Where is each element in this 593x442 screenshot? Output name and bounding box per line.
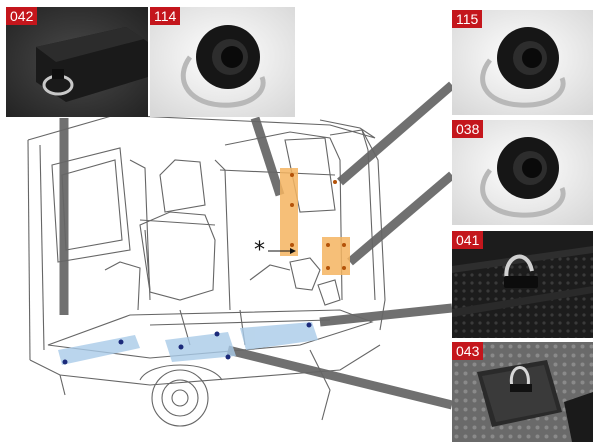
van-outline <box>27 114 386 427</box>
leader-lines <box>59 81 455 410</box>
anchor-dot-orange <box>333 180 337 184</box>
anchor-dot <box>118 339 124 345</box>
photo-label-042: 042 <box>6 7 38 25</box>
photo-042: 042 <box>6 7 148 117</box>
floor-highlight-right <box>240 322 318 350</box>
leader-line-114 <box>250 116 285 197</box>
anchor-dot-orange <box>342 266 346 270</box>
anchor-dot-orange <box>290 173 294 177</box>
photo-043: 043 <box>452 342 593 442</box>
anchor-dot <box>178 344 184 350</box>
leader-line-043 <box>226 345 454 410</box>
photo-label-041: 041 <box>452 231 484 249</box>
photo-115: 115 <box>452 10 593 115</box>
d-ring-anchor-image <box>452 10 593 115</box>
leader-line-038 <box>347 171 455 266</box>
rear-panel-highlight <box>322 237 350 275</box>
photo-label-115: 115 <box>452 10 483 28</box>
anchor-dot-orange <box>326 266 330 270</box>
photo-038: 038 <box>452 120 593 225</box>
asterisk-callout: * <box>254 238 265 263</box>
tie-down-hook-image <box>6 7 148 117</box>
floor-highlight-mid <box>165 332 236 362</box>
anchor-dot-orange <box>326 243 330 247</box>
photo-label-043: 043 <box>452 342 484 360</box>
asterisk-arrowhead <box>290 248 296 254</box>
anchor-dot-orange <box>342 243 346 247</box>
photo-label-114: 114 <box>150 7 181 25</box>
anchor-dot <box>306 322 312 328</box>
photo-label-038: 038 <box>452 120 484 138</box>
anchor-dot <box>225 354 231 360</box>
highlight-orange <box>280 168 350 275</box>
leader-line-041 <box>319 303 453 327</box>
anchor-dot-orange <box>290 243 294 247</box>
floor-highlight-left <box>58 335 140 365</box>
anchor-dot-orange <box>290 203 294 207</box>
anchor-dot <box>62 359 68 365</box>
leader-line-115 <box>337 81 455 186</box>
d-ring-anchor-image <box>150 7 295 117</box>
wall-rail-highlight <box>280 168 298 256</box>
photo-041: 041 <box>452 231 593 338</box>
anchor-dots <box>62 173 346 365</box>
anchor-dot <box>214 331 220 337</box>
photo-114: 114 <box>150 7 295 117</box>
